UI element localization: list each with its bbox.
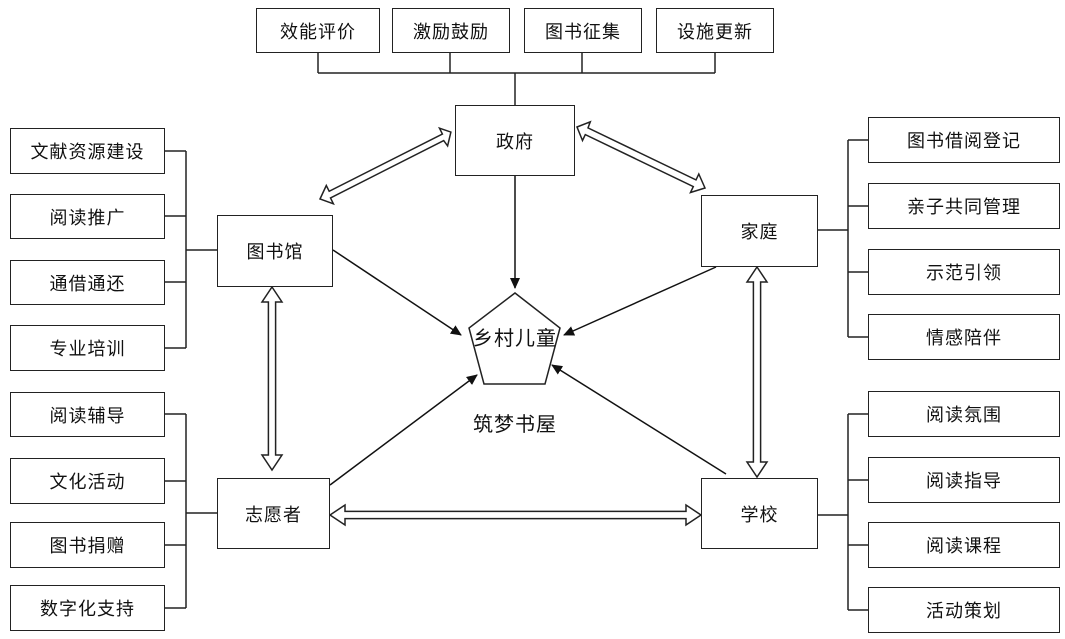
family-bracket — [818, 139, 868, 338]
node-family: 家庭 — [701, 195, 818, 267]
center-pentagon — [468, 292, 561, 385]
top-item: 设施更新 — [656, 8, 774, 53]
volunteer-item: 图书捐赠 — [10, 522, 165, 568]
node-volunteer: 志愿者 — [217, 478, 330, 549]
center-label: 乡村儿童 — [473, 326, 557, 350]
volunteer-item: 文化活动 — [10, 458, 165, 504]
arrow-library-volunteer — [260, 285, 284, 472]
school-item: 活动策划 — [868, 587, 1060, 633]
school-item: 阅读课程 — [868, 522, 1060, 568]
arrow-family-center — [563, 266, 717, 336]
family-item: 示范引领 — [868, 249, 1060, 295]
arrow-gov-family — [576, 120, 707, 194]
top-item: 效能评价 — [256, 8, 380, 53]
library-bracket — [165, 150, 218, 349]
family-item: 图书借阅登记 — [868, 117, 1060, 163]
library-item: 专业培训 — [10, 325, 165, 371]
library-item: 阅读推广 — [10, 194, 165, 239]
arrow-library-center — [332, 249, 462, 336]
node-government: 政府 — [455, 105, 575, 176]
top-item: 图书征集 — [524, 8, 642, 53]
family-item: 情感陪伴 — [868, 314, 1060, 360]
library-item: 通借通还 — [10, 260, 165, 305]
arrow-volunteer-center — [329, 374, 478, 486]
library-item: 文献资源建设 — [10, 128, 165, 174]
top-item: 激励鼓励 — [392, 8, 510, 53]
node-library: 图书馆 — [217, 215, 333, 287]
school-item: 阅读指导 — [868, 457, 1060, 503]
arrow-volunteer-school — [328, 503, 703, 527]
center-arrows — [329, 176, 727, 486]
school-item: 阅读氛围 — [868, 391, 1060, 437]
node-school: 学校 — [701, 478, 818, 549]
family-item: 亲子共同管理 — [868, 183, 1060, 229]
volunteer-item: 数字化支持 — [10, 585, 165, 631]
school-bracket — [818, 413, 868, 611]
arrow-gov-library — [318, 126, 452, 206]
center-caption: 筑梦书屋 — [473, 412, 557, 436]
top-bracket — [317, 52, 716, 105]
volunteer-bracket — [165, 413, 218, 609]
volunteer-item: 阅读辅导 — [10, 392, 165, 437]
arrow-family-school — [745, 265, 769, 479]
arrow-school-center — [551, 364, 727, 475]
